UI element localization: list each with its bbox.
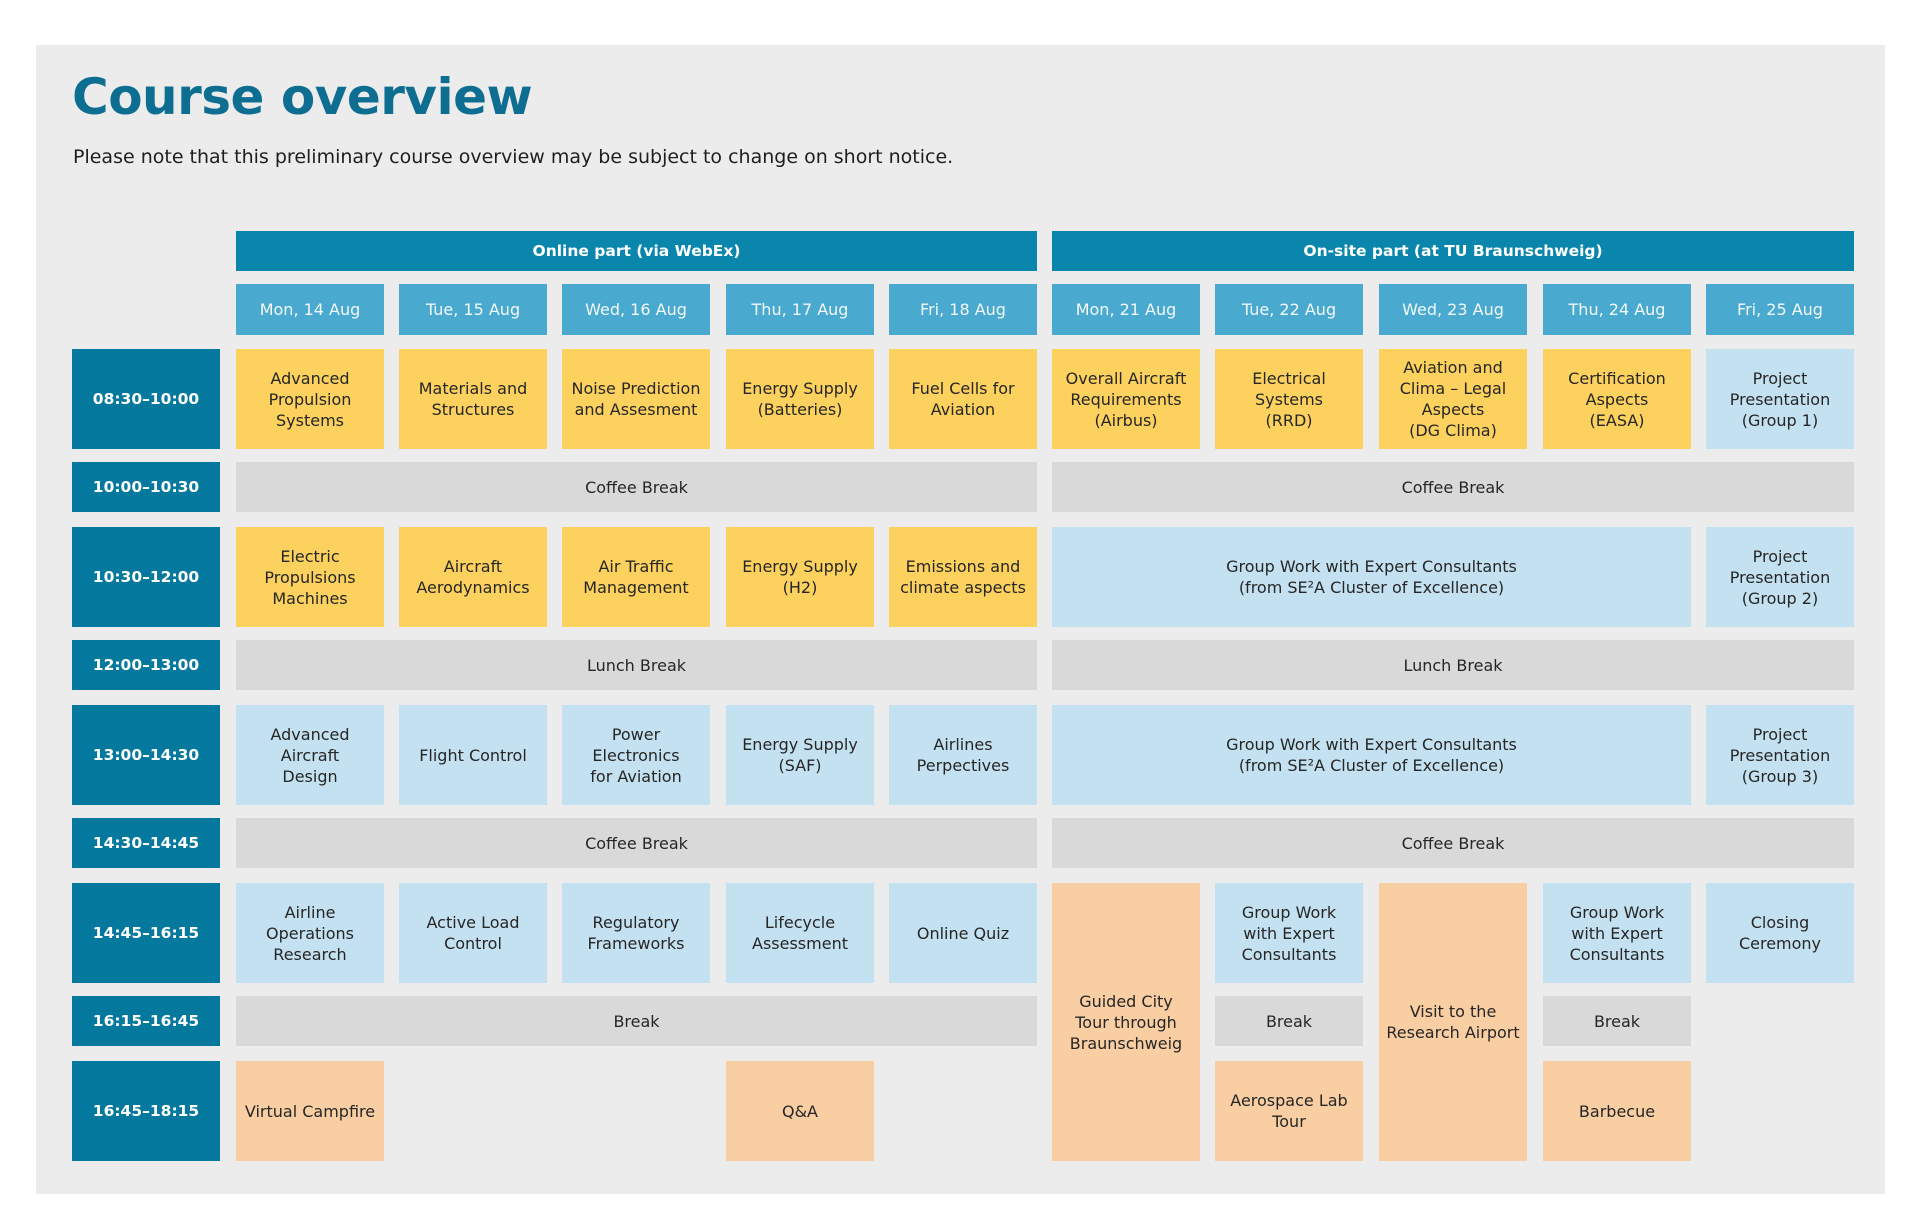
session-cell: Project Presentation (Group 1) <box>1706 349 1854 449</box>
time-slot: 12:00–13:00 <box>72 640 220 690</box>
time-slot: 10:30–12:00 <box>72 527 220 627</box>
session-cell: Group Work with Expert Consultants <box>1543 883 1691 983</box>
time-slot: 13:00–14:30 <box>72 705 220 805</box>
lecture-cell: Energy Supply (H2) <box>726 527 874 627</box>
day-header: Fri, 25 Aug <box>1706 284 1854 335</box>
session-cell: Group Work with Expert Consultants <box>1215 883 1363 983</box>
time-slot: 14:45–16:15 <box>72 883 220 983</box>
break-cell: Coffee Break <box>1052 818 1854 868</box>
session-cell: Active Load Control <box>399 883 547 983</box>
lecture-cell: Energy Supply (Batteries) <box>726 349 874 449</box>
page-subtitle: Please note that this preliminary course… <box>73 146 954 168</box>
time-slot: 14:30–14:45 <box>72 818 220 868</box>
lecture-cell: Fuel Cells for Aviation <box>889 349 1037 449</box>
day-header: Tue, 22 Aug <box>1215 284 1363 335</box>
session-cell: Project Presentation (Group 3) <box>1706 705 1854 805</box>
session-cell: Airlines Perpectives <box>889 705 1037 805</box>
day-header: Mon, 21 Aug <box>1052 284 1200 335</box>
session-cell: Closing Ceremony <box>1706 883 1854 983</box>
social-event-cell: Aerospace Lab Tour <box>1215 1061 1363 1161</box>
social-event-cell: Virtual Campfire <box>236 1061 384 1161</box>
day-header: Thu, 17 Aug <box>726 284 874 335</box>
lecture-cell: Electrical Systems (RRD) <box>1215 349 1363 449</box>
social-event-cell: Guided City Tour through Braunschweig <box>1052 883 1200 1161</box>
break-cell: Coffee Break <box>1052 462 1854 512</box>
lecture-cell: Air Traffic Management <box>562 527 710 627</box>
break-cell: Break <box>236 996 1037 1046</box>
time-slot: 08:30–10:00 <box>72 349 220 449</box>
lecture-cell: Emissions and climate aspects <box>889 527 1037 627</box>
session-cell: Group Work with Expert Consultants (from… <box>1052 705 1691 805</box>
section-header-online: Online part (via WebEx) <box>236 231 1037 271</box>
session-cell: Lifecycle Assessment <box>726 883 874 983</box>
lecture-cell: Advanced Propulsion Systems <box>236 349 384 449</box>
lecture-cell: Overall Aircraft Requirements (Airbus) <box>1052 349 1200 449</box>
break-cell: Break <box>1543 996 1691 1046</box>
session-cell: Energy Supply (SAF) <box>726 705 874 805</box>
break-cell: Lunch Break <box>1052 640 1854 690</box>
section-header-onsite: On-site part (at TU Braunschweig) <box>1052 231 1854 271</box>
lecture-cell: Materials and Structures <box>399 349 547 449</box>
lecture-cell: Noise Prediction and Assesment <box>562 349 710 449</box>
break-cell: Break <box>1215 996 1363 1046</box>
time-slot: 10:00–10:30 <box>72 462 220 512</box>
time-slot: 16:45–18:15 <box>72 1061 220 1161</box>
session-cell: Project Presentation (Group 2) <box>1706 527 1854 627</box>
lecture-cell: Certification Aspects (EASA) <box>1543 349 1691 449</box>
break-cell: Coffee Break <box>236 462 1037 512</box>
lecture-cell: Electric Propulsions Machines <box>236 527 384 627</box>
session-cell: Flight Control <box>399 705 547 805</box>
lecture-cell: Aircraft Aerodynamics <box>399 527 547 627</box>
session-cell: Group Work with Expert Consultants (from… <box>1052 527 1691 627</box>
day-header: Wed, 23 Aug <box>1379 284 1527 335</box>
social-event-cell: Barbecue <box>1543 1061 1691 1161</box>
time-slot: 16:15–16:45 <box>72 996 220 1046</box>
session-cell: Regulatory Frameworks <box>562 883 710 983</box>
social-event-cell: Visit to the Research Airport <box>1379 883 1527 1161</box>
session-cell: Airline Operations Research <box>236 883 384 983</box>
lecture-cell: Aviation and Clima – Legal Aspects (DG C… <box>1379 349 1527 449</box>
day-header: Tue, 15 Aug <box>399 284 547 335</box>
session-cell: Online Quiz <box>889 883 1037 983</box>
break-cell: Lunch Break <box>236 640 1037 690</box>
social-event-cell: Q&A <box>726 1061 874 1161</box>
session-cell: Power Electronics for Aviation <box>562 705 710 805</box>
day-header: Thu, 24 Aug <box>1543 284 1691 335</box>
session-cell: Advanced Aircraft Design <box>236 705 384 805</box>
day-header: Fri, 18 Aug <box>889 284 1037 335</box>
break-cell: Coffee Break <box>236 818 1037 868</box>
day-header: Wed, 16 Aug <box>562 284 710 335</box>
day-header: Mon, 14 Aug <box>236 284 384 335</box>
page-title: Course overview <box>72 68 533 126</box>
